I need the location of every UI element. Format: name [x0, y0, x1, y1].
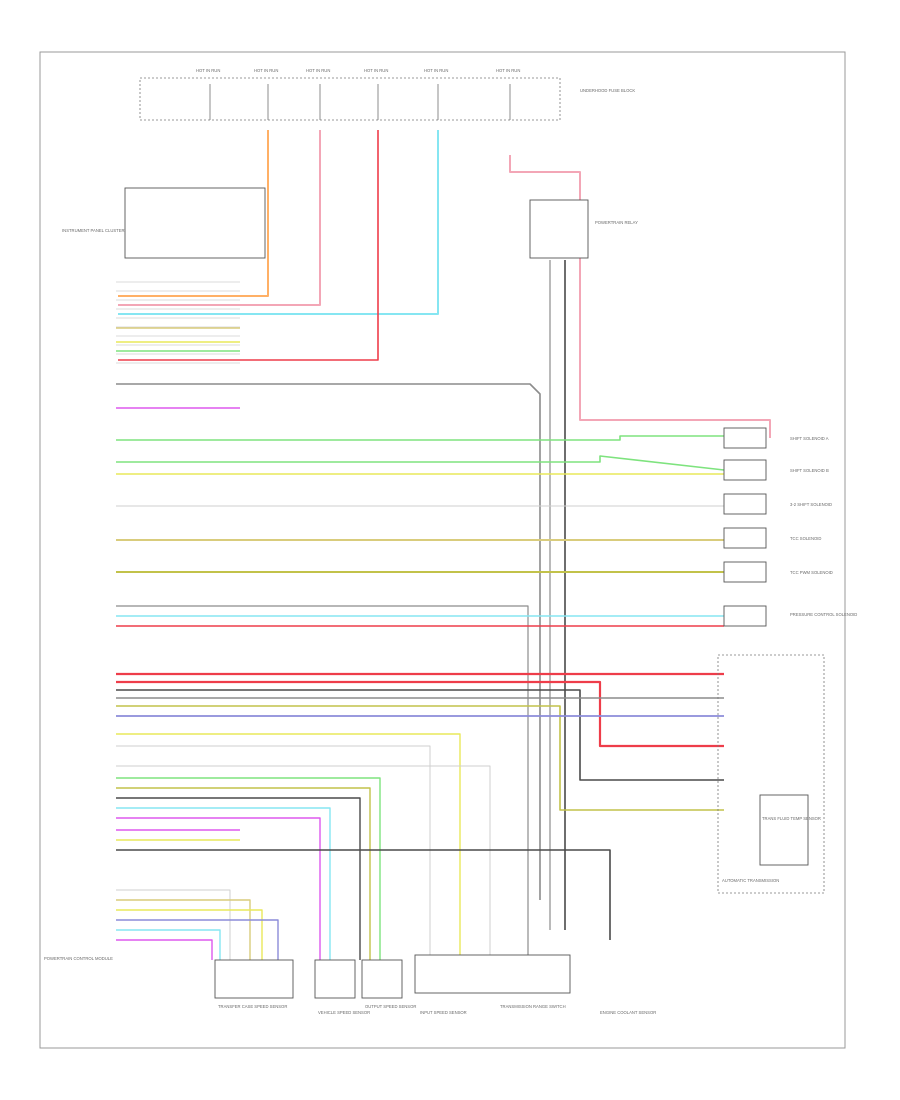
component-layer: UNDERHOOD FUSE BLOCK INSTRUMENT PANEL CL…: [44, 77, 825, 999]
wire-gray-range: [116, 605, 529, 960]
wire-green-s: [116, 777, 381, 960]
powertrain-relay: [529, 199, 589, 259]
valve-label: SHIFT SOLENOID B: [790, 468, 829, 473]
wire-green-valve: [116, 435, 724, 441]
wire-dark-s: [116, 797, 361, 960]
valve-label: TCC PWM SOLENOID: [790, 570, 833, 575]
valve-label: SHIFT SOLENOID A: [790, 436, 829, 441]
fuse-label: HOT IN RUN: [364, 68, 388, 73]
wire-gray: [116, 383, 541, 900]
wire-dark-s2: [116, 849, 611, 940]
relay-label: POWERTRAIN RELAY: [595, 220, 638, 225]
wire-bot-5: [116, 929, 221, 960]
fuse-label: HOT IN RUN: [496, 68, 520, 73]
sensor-label: VEHICLE SPEED SENSOR: [318, 1010, 370, 1015]
wire-red-trans-2: [116, 680, 724, 748]
valve-1: [723, 427, 767, 449]
wire-yellow-s: [116, 733, 461, 960]
wire-cyan-s: [116, 807, 331, 960]
sensor-label: INPUT SPEED SENSOR: [420, 1010, 467, 1015]
valve-3: [723, 493, 767, 515]
valve-label: 3-2 SHIFT SOLENOID: [790, 502, 832, 507]
pcm-label: POWERTRAIN CONTROL MODULE: [44, 956, 113, 961]
wire-olive-trans: [116, 705, 724, 811]
valve-4: [723, 527, 767, 549]
wire-white-s: [116, 745, 431, 960]
underhood-fuse-block: [139, 77, 561, 121]
fuse-label: HOT IN RUN: [196, 68, 220, 73]
valve-2: [723, 459, 767, 481]
diagram-frame: [39, 51, 846, 1049]
wire-bot-2: [116, 899, 251, 960]
wire-bot-3: [116, 909, 263, 960]
wire-pink: [118, 130, 321, 306]
wire-pink-relay: [509, 155, 771, 438]
fuse-label: HOT IN RUN: [306, 68, 330, 73]
wire-layer: [116, 84, 771, 960]
sensor-block-1: [214, 959, 294, 999]
fuse-block-label: UNDERHOOD FUSE BLOCK: [580, 88, 635, 93]
valve-label: TCC SOLENOID: [790, 536, 821, 541]
sensor-block-2: [314, 959, 356, 999]
wire-olive-s: [116, 787, 371, 960]
range-switch-block: [414, 954, 571, 994]
cluster-label: INSTRUMENT PANEL CLUSTER: [62, 228, 125, 233]
wire-violet-s: [116, 817, 321, 960]
fuse-label: HOT IN RUN: [424, 68, 448, 73]
sensor-block-3: [361, 959, 403, 999]
fluid-temp-sensor: [759, 794, 809, 866]
valve-5: [723, 561, 767, 583]
instrument-cluster: [124, 187, 266, 259]
wire-orange: [118, 130, 269, 297]
wire-bot-6: [116, 939, 213, 960]
fuse-label: HOT IN RUN: [254, 68, 278, 73]
valve-6: [723, 605, 767, 627]
sensor-label: TRANSFER CASE SPEED SENSOR: [218, 1004, 287, 1009]
wire-cyan: [118, 130, 439, 315]
wire-white-s2: [116, 765, 491, 960]
sensor-label: ENGINE COOLANT SENSOR: [600, 1010, 656, 1015]
trans-label: AUTOMATIC TRANSMISSION: [722, 878, 779, 883]
sensor-label: OUTPUT SPEED SENSOR: [365, 1004, 416, 1009]
wire-red-feed: [118, 130, 379, 361]
valve-label: PRESSURE CONTROL SOLENOID: [790, 612, 857, 617]
wire-dark-trans: [116, 689, 724, 781]
wire-bot-1: [116, 889, 231, 960]
wire-green-2: [116, 455, 725, 471]
label-layer: HOT IN RUN HOT IN RUN HOT IN RUN HOT IN RUN…: [196, 68, 857, 1015]
automatic-transmission-box: [717, 654, 825, 894]
wire-bot-4: [116, 919, 279, 960]
fluid-temp-label: TRANS FLUID TEMP SENSOR: [762, 816, 821, 821]
sensor-label: TRANSMISSION RANGE SWITCH: [500, 1004, 566, 1009]
